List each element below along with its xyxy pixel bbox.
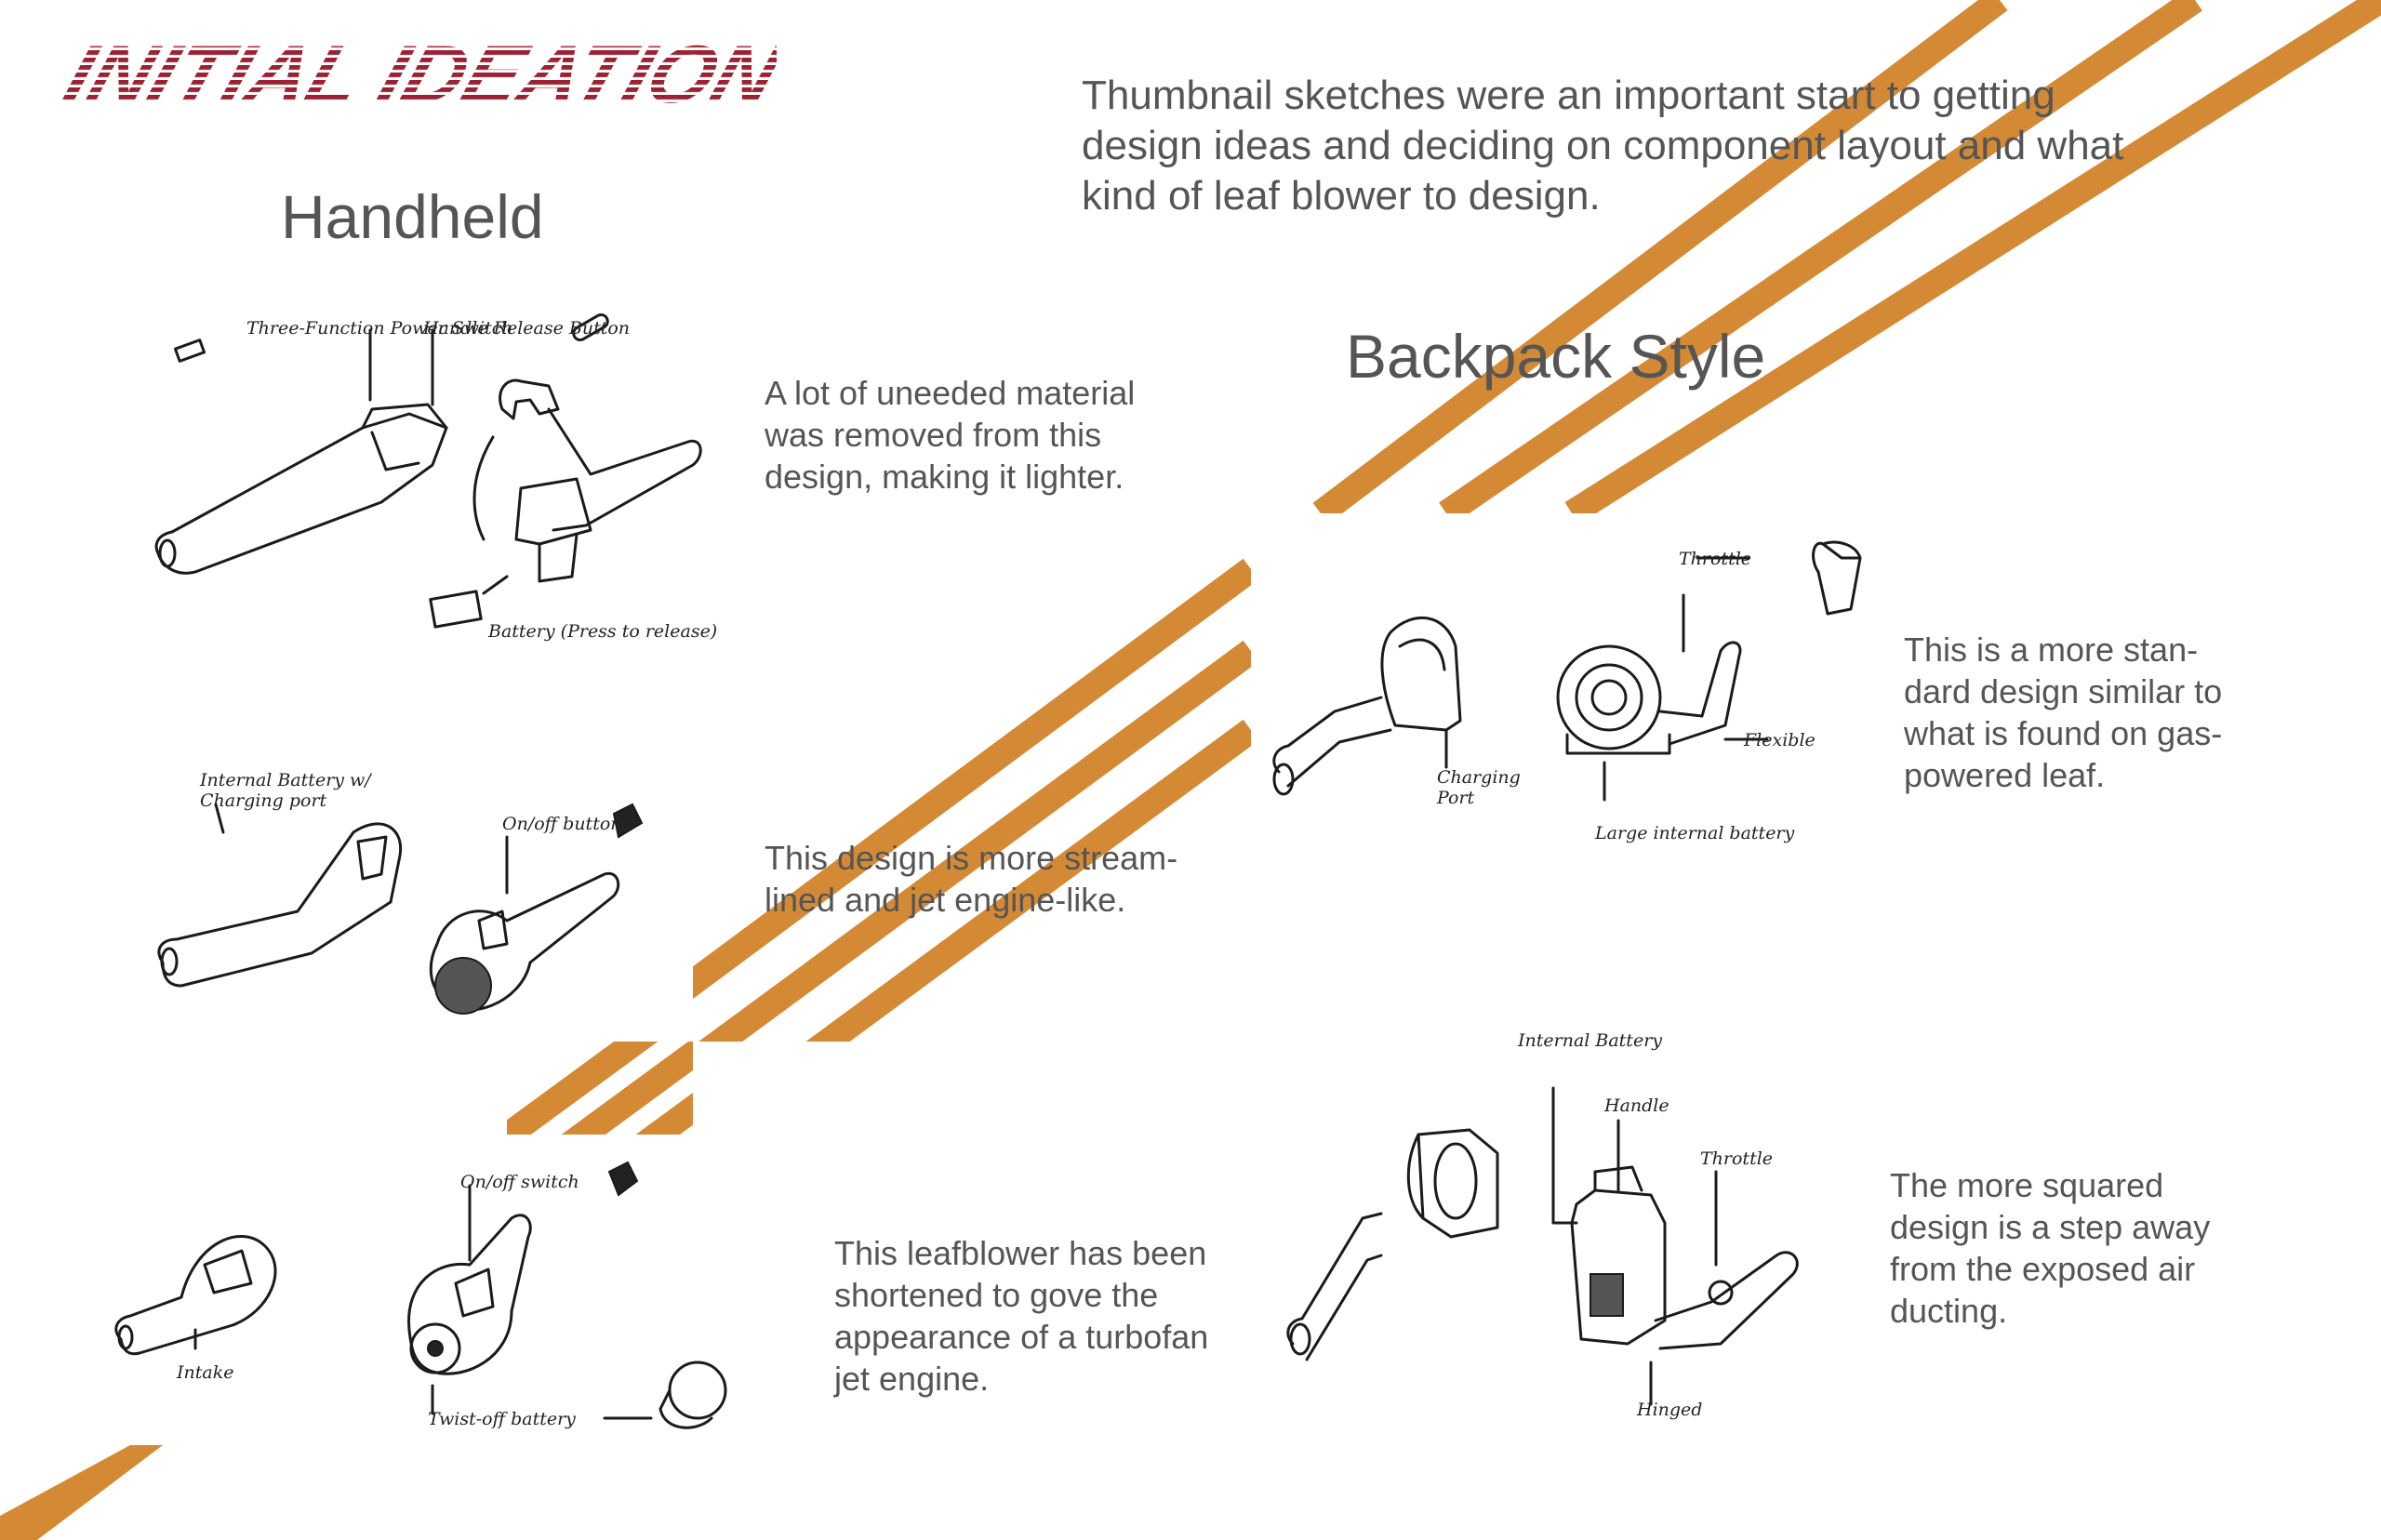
note-battery-press: Battery (Press to release)	[488, 621, 718, 642]
note-internal-battery: Internal Battery w/ Charging port	[200, 770, 371, 811]
handheld-sketch-1: Three-Function Power Switch Handle Relea…	[149, 298, 717, 651]
backpack-sketch-1: Throttle Charging Port Flexible Large in…	[1260, 521, 1893, 874]
stripe-corner	[0, 1445, 163, 1540]
note-handle-release: Handle Release Button	[423, 318, 631, 339]
handheld-design-2-caption: This design is more stream-lined and jet…	[765, 839, 1178, 919]
page-title: INITIAL IDEATION	[54, 29, 777, 120]
note-handle: Handle	[1604, 1095, 1669, 1116]
backpack-sketch-2: Internal Battery Handle Throttle Hinged	[1274, 1023, 1832, 1451]
handheld-design-1-caption: A lot of uneeded material was removed fr…	[765, 374, 1136, 496]
note-throttle-1: Throttle	[1679, 549, 1752, 569]
stripe-group-lower	[507, 1042, 693, 1135]
note-power-switch: Three-Function Power Switch	[246, 318, 513, 339]
note-intake: Intake	[177, 1362, 234, 1383]
note-onoff-switch: On/off switch	[460, 1172, 579, 1192]
note-flexible: Flexible	[1744, 730, 1816, 750]
note-charging-port: Charging Port	[1437, 767, 1521, 808]
stripe-group-middle	[693, 558, 1251, 1042]
note-twist-off-battery: Twist-off battery	[428, 1409, 576, 1429]
backpack-design-2-caption: The more squared design is a step away f…	[1890, 1166, 2211, 1330]
intro-paragraph: Thumbnail sketches were an important sta…	[1082, 73, 2124, 219]
page-title-graphic: INITIAL IDEATION	[54, 29, 777, 120]
note-internal-battery-2: Internal Battery	[1518, 1030, 1663, 1051]
backpack-heading: Backpack Style	[1346, 322, 1766, 391]
backpack-design-1-caption: This is a more stan-dard design similar …	[1904, 631, 2223, 794]
handheld-design-3-caption: This leafblower has been shortened to go…	[834, 1234, 1209, 1398]
handheld-sketch-3: On/off switch Intake Twist-off battery	[102, 1153, 753, 1451]
note-hinged: Hinged	[1637, 1400, 1703, 1420]
handheld-heading: Handheld	[281, 182, 544, 251]
note-throttle-2: Throttle	[1700, 1148, 1774, 1169]
stripe-group-top	[1312, 0, 2381, 513]
note-onoff-button: On/off button	[502, 814, 622, 834]
note-large-battery: Large internal battery	[1595, 823, 1795, 843]
handheld-sketch-2: Internal Battery w/ Charging port On/off…	[149, 763, 670, 1042]
